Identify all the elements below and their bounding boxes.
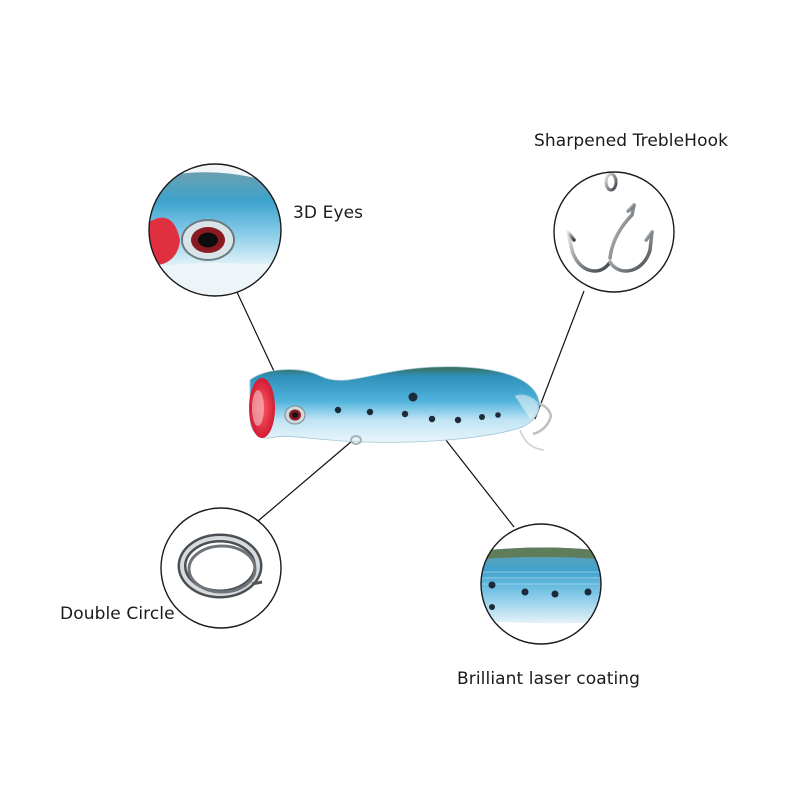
split-ring-icon [177,533,263,599]
label-3d-eyes: 3D Eyes [293,203,364,223]
zoom-circle-hook [553,171,675,293]
lure-spots [334,392,501,424]
leader-line-hook [534,290,585,420]
label-laser-coating: Brilliant laser coating [457,669,641,689]
zoom-circle-eyes [148,163,282,297]
label-treble-hook: Sharpened TrebleHook [534,131,729,151]
label-double-circle: Double Circle [60,604,175,624]
zoom-circle-coating [480,523,602,645]
lure-body [249,366,540,443]
leader-line-ring [257,440,353,522]
treble-hook-icon [566,172,654,273]
zoom-circle-ring [160,507,282,629]
popper-lure [249,366,553,451]
